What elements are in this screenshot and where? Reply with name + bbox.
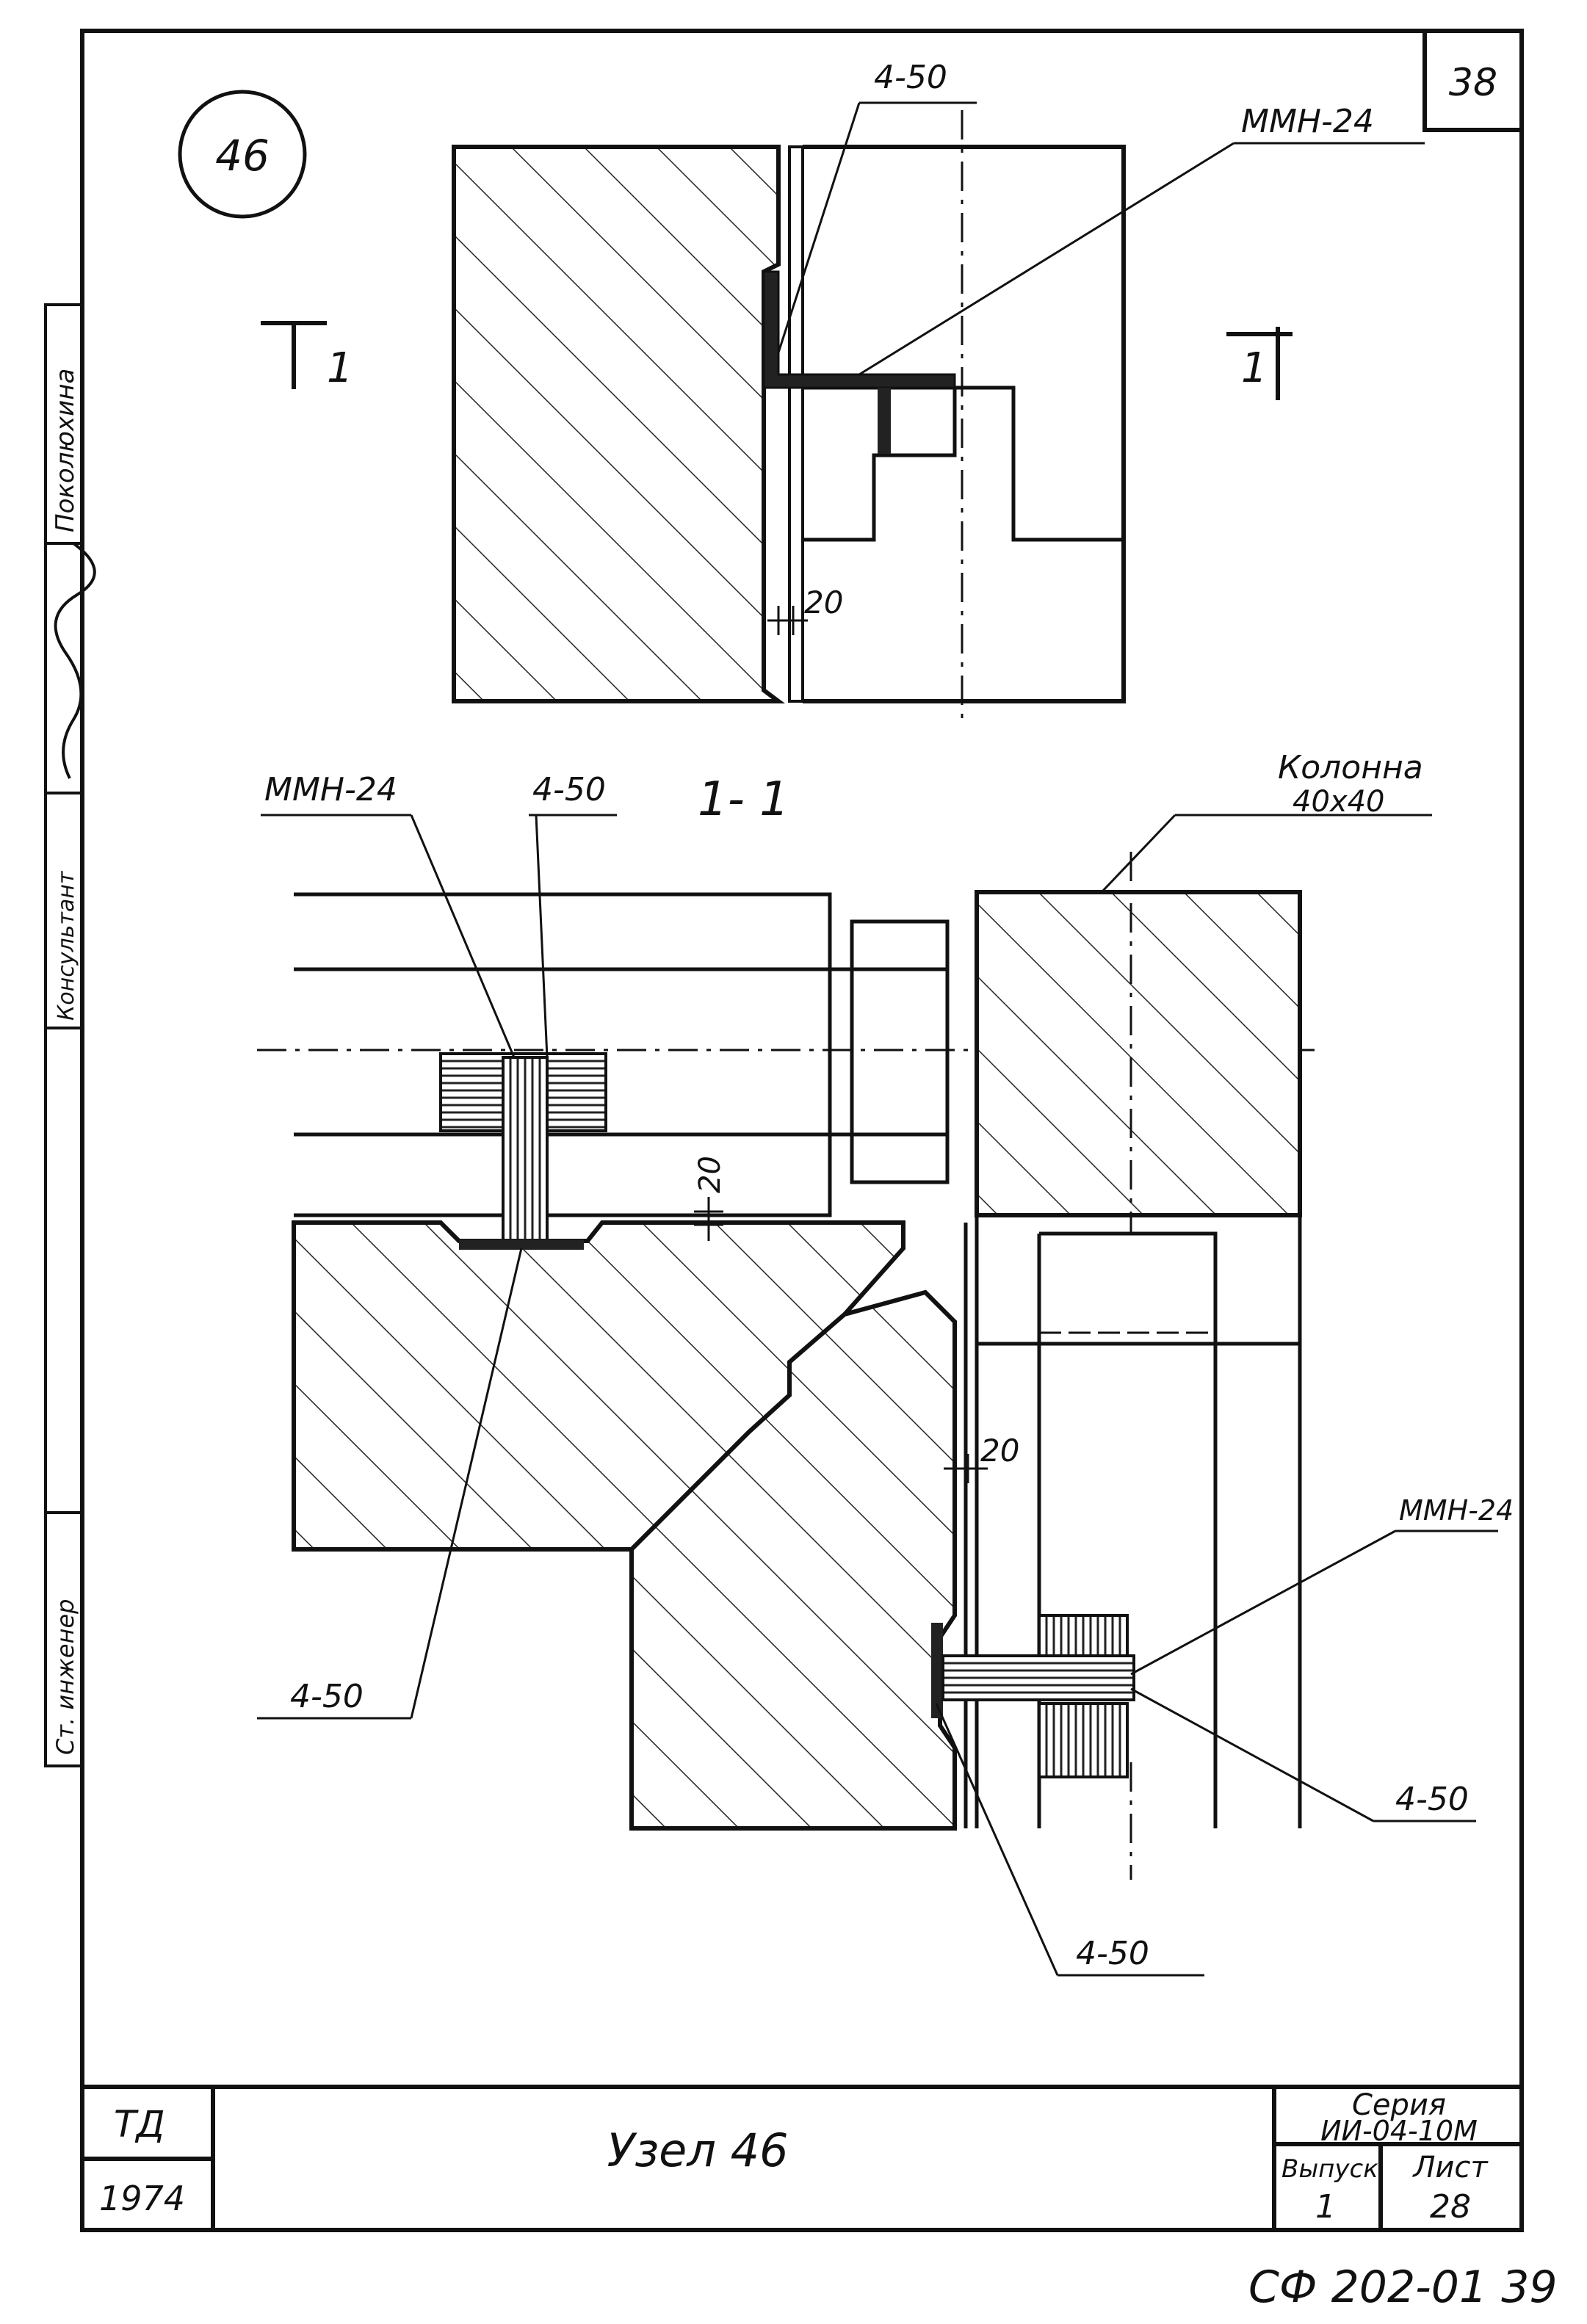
title-block-issue-value: 1 <box>1315 2188 1336 2226</box>
section-label-4-50-bottom: 4-50 <box>1076 1935 1149 1972</box>
section-mark-right: 1 <box>1226 327 1293 400</box>
top-concrete-wall <box>452 145 785 703</box>
section-label-4-50-bottom-left: 4-50 <box>290 1678 364 1715</box>
title-block-issue-label: Выпуск <box>1281 2154 1378 2184</box>
side-stamp-field-2: Консультант <box>54 870 79 1021</box>
section-dim-20-b: 20 <box>980 1433 1019 1469</box>
title-block-series-label: Серия <box>1352 2088 1446 2122</box>
section-view: ММН-24 4-50 Колонна 40х40 20 20 ММН-24 4… <box>257 749 1514 1977</box>
title-block-sheet-label: Лист <box>1411 2151 1489 2184</box>
svg-text:1: 1 <box>1241 344 1268 392</box>
title-block-year: 1974 <box>99 2179 185 2218</box>
column-40x40 <box>975 890 1302 1217</box>
title-block <box>82 2087 1522 2230</box>
title-block-sheet-value: 28 <box>1430 2188 1471 2226</box>
section-title: 1- 1 <box>698 772 789 827</box>
section-label-column: Колонна <box>1278 749 1423 786</box>
nail-bundle-horizontal <box>941 1654 1135 1701</box>
section-plate-4-50-h <box>459 1239 584 1250</box>
node-circle: 46 <box>178 90 307 219</box>
top-label-mmn24: ММН-24 <box>1241 103 1374 140</box>
node-circle-label: 46 <box>215 131 270 181</box>
top-label-4-50: 4-50 <box>874 59 947 96</box>
section-beam-end <box>850 919 950 1184</box>
svg-text:1: 1 <box>327 344 353 392</box>
title-block-title: Узел 46 <box>607 2124 788 2177</box>
side-stamp-field-1: Поколюхина <box>51 369 80 532</box>
signature-scribble <box>54 542 96 779</box>
nail-bundle-vertical <box>502 1056 549 1242</box>
section-label-mmn24-right: ММН-24 <box>1399 1494 1514 1527</box>
section-upper-beam <box>294 892 832 1217</box>
side-stamp: Поколюхина Консультант Ст. инженер <box>44 303 96 1767</box>
title-block-series-value: ИИ-04-10М <box>1320 2115 1478 2147</box>
top-angle-plate <box>762 270 956 389</box>
archive-code: СФ 202-01 39 <box>1248 2262 1558 2313</box>
section-label-mmn24-left: ММН-24 <box>264 771 397 808</box>
side-stamp-field-3: Ст. инженер <box>51 1599 79 1755</box>
top-dim-20: 20 <box>804 584 843 620</box>
section-label-column-size: 40х40 <box>1293 785 1384 819</box>
section-mark-left: 1 <box>261 321 353 392</box>
top-view: 4-50 ММН-24 20 <box>452 59 1425 720</box>
top-gap-strip <box>788 145 804 703</box>
section-label-4-50-right: 4-50 <box>1395 1781 1469 1818</box>
section-label-4-50-left: 4-50 <box>532 771 606 808</box>
lower-column <box>975 1215 1302 1828</box>
title-block-org: ТД <box>114 2103 165 2146</box>
wood-pad-right-bottom <box>1038 1702 1129 1778</box>
sheet-number-box: 38 <box>1422 29 1524 132</box>
section-dim-20-a: 20 <box>693 1156 727 1193</box>
sheet-number: 38 <box>1449 61 1497 105</box>
section-plate-4-50-v <box>931 1623 943 1718</box>
